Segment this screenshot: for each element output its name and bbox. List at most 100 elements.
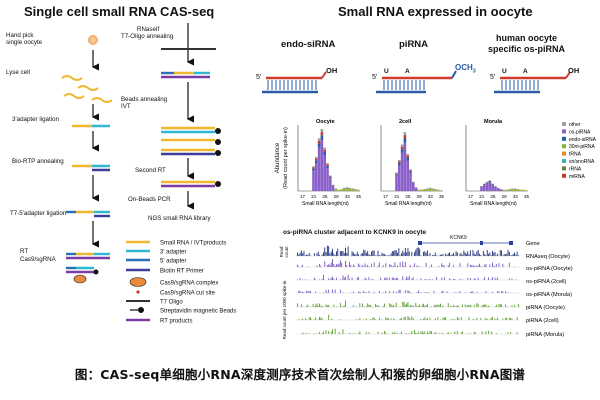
coverage-bar (408, 306, 410, 307)
coverage-bar (384, 331, 385, 334)
endo-sirna-duplex: 5' OH (256, 66, 337, 94)
step-ivt-label: IVT (121, 103, 131, 110)
coverage-bar (476, 291, 478, 293)
coverage-bar (378, 306, 380, 307)
coverage-bar (412, 266, 414, 267)
coverage-bar (410, 319, 411, 320)
coverage-bar (425, 279, 427, 280)
coverage-bar (495, 333, 497, 334)
coverage-bar (307, 291, 309, 293)
chart-tick-label: 33 (513, 194, 519, 199)
coverage-bar (343, 253, 345, 256)
coverage-bar (488, 277, 489, 280)
coverage-bar (505, 254, 506, 256)
coverage-bar (494, 318, 496, 320)
coverage-bar (492, 317, 493, 320)
coverage-bar (468, 254, 470, 256)
coverage-bar (445, 253, 447, 256)
coverage-bar (334, 265, 336, 267)
coverage-bar (391, 277, 393, 280)
chart-bar-segment (434, 190, 437, 191)
coverage-bar (402, 261, 404, 267)
coverage-bar (394, 250, 396, 256)
coverage-bar (416, 265, 418, 267)
coverage-bar (323, 331, 324, 334)
coverage-bar (319, 254, 320, 256)
coverage-bar (298, 319, 300, 320)
coverage-bar (334, 328, 336, 334)
chart-legend-swatch (562, 151, 566, 156)
coverage-bar (355, 254, 357, 256)
coverage-bar (501, 304, 502, 307)
coverage-bar (354, 333, 356, 334)
coverage-bar (419, 248, 421, 256)
coverage-bar (386, 255, 388, 256)
coverage-bar (332, 329, 333, 334)
chart-bar-segment (483, 184, 486, 185)
coverage-bar (404, 248, 406, 256)
chart-bar-segment (323, 147, 326, 150)
hydroxyl-label: OH (568, 66, 579, 75)
coverage-bar (316, 265, 318, 267)
chart-bar-segment (329, 177, 332, 179)
track-label: os-piRNA (Oocyte) (526, 266, 573, 272)
coverage-bar (411, 251, 413, 256)
coverage-bar (399, 333, 401, 334)
coverage-bar (351, 333, 353, 334)
coverage-bar (324, 247, 326, 256)
coverage-bar (473, 319, 475, 320)
coverage-bar (342, 250, 344, 256)
coverage-bar (319, 303, 320, 307)
coverage-bar (412, 318, 414, 320)
coverage-bar (319, 316, 320, 320)
coverage-bar (385, 255, 387, 256)
coverage-bar (395, 277, 397, 280)
coverage-bar (429, 330, 431, 334)
coverage-bar (336, 264, 337, 267)
pirna-heading: piRNA (399, 39, 428, 50)
length-distribution-charts: Abundance (Read count per spike-in) Oocy… (275, 119, 530, 207)
coverage-bar (330, 277, 332, 280)
coverage-bar (362, 265, 363, 267)
coverage-bar (404, 290, 406, 293)
coverage-bar (389, 263, 391, 267)
legend-rt-product-label: RT products (160, 319, 192, 325)
coverage-bar (411, 330, 413, 334)
os-pirna-duplex: 5' U A OH (490, 66, 579, 94)
coverage-bar (377, 305, 379, 307)
bead-icon (93, 269, 99, 275)
coverage-bar (365, 318, 367, 320)
coverage-bar (440, 319, 441, 320)
coverage-bar (445, 317, 447, 320)
coverage-bar (339, 260, 341, 267)
chart-bar-segment (516, 190, 520, 191)
chart-bar-segment (400, 146, 404, 150)
coverage-bar (477, 265, 479, 267)
chart-bar-segment (485, 183, 489, 191)
coverage-bar (321, 279, 323, 280)
coverage-bar (385, 317, 387, 320)
coverage-bar (382, 265, 384, 267)
coverage-bar (436, 255, 437, 256)
coverage-bar (339, 251, 341, 256)
coverage-bar (518, 255, 519, 256)
coverage-bar (371, 306, 372, 307)
coverage-bar (328, 304, 330, 307)
chart-tick-label: 29 (334, 194, 340, 199)
coverage-bar (482, 279, 484, 280)
coverage-bar (490, 331, 492, 334)
coverage-bar (505, 318, 506, 320)
coverage-bar (489, 252, 491, 256)
coverage-bar (464, 292, 466, 293)
chart-bar-segment (317, 143, 321, 148)
coverage-bar (307, 266, 309, 267)
coverage-bar (490, 317, 492, 320)
hydroxyl-label: OH (326, 66, 337, 75)
chart-bar-segment (340, 189, 343, 191)
coverage-bar (410, 292, 411, 293)
coverage-bar (306, 290, 307, 293)
bead-icon (215, 150, 221, 156)
chart-bar-segment (516, 189, 520, 191)
coverage-bar (421, 331, 423, 334)
coverage-bar (480, 266, 482, 267)
